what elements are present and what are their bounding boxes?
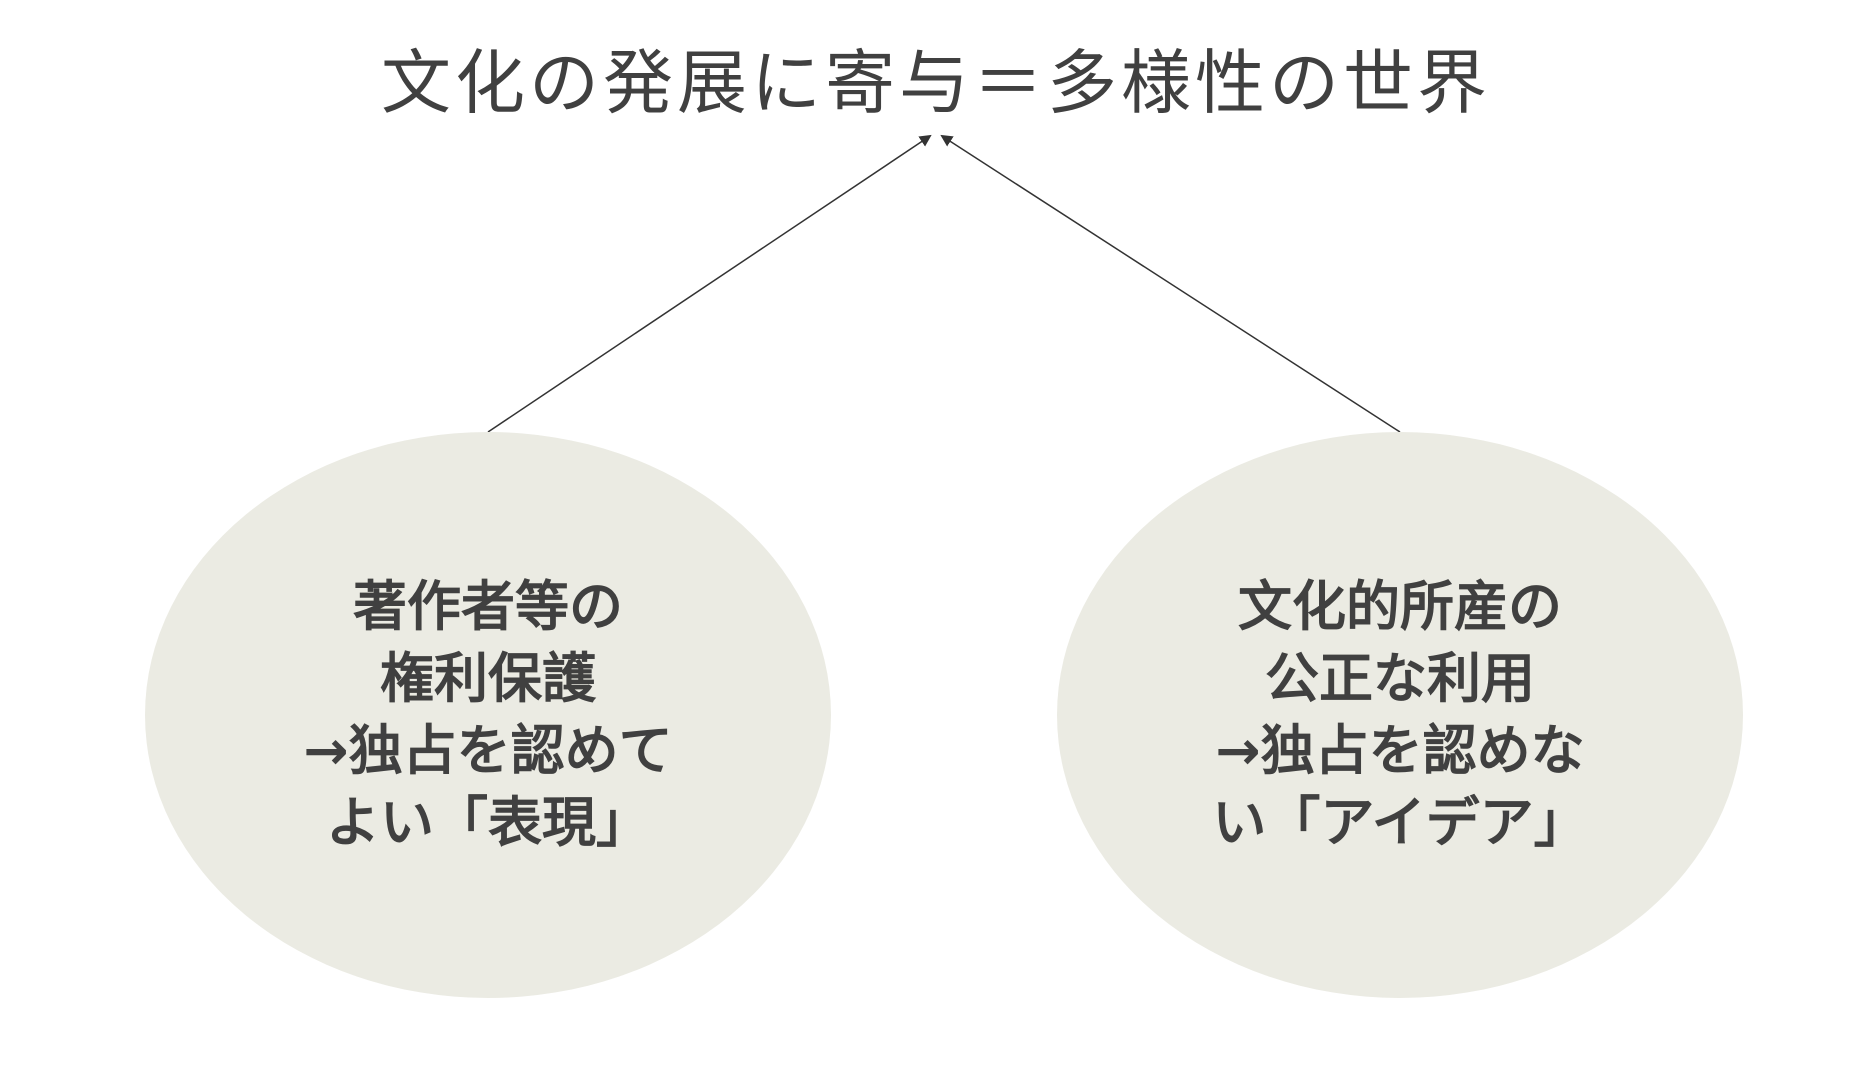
diagram-title: 文化の発展に寄与＝多様性の世界 bbox=[381, 42, 1491, 124]
left-node-text: 著作者等の 権利保護 →独占を認めて よい「表現」 bbox=[303, 571, 672, 859]
right-node-line: →独占を認めな bbox=[1215, 719, 1585, 782]
left-ellipse-node: 著作者等の 権利保護 →独占を認めて よい「表現」 bbox=[145, 432, 831, 998]
left-node-line: 権利保護 bbox=[380, 647, 596, 710]
right-node-line: い「アイデア」 bbox=[1212, 791, 1588, 854]
left-node-line: 著作者等の bbox=[353, 575, 623, 638]
left-node-line: →独占を認めて bbox=[303, 719, 673, 782]
right-node-line: 公正な利用 bbox=[1265, 647, 1535, 710]
arrow-left-to-title bbox=[487, 134, 932, 433]
arrow-right-to-title bbox=[940, 134, 1401, 433]
right-node-text: 文化的所産の 公正な利用 →独占を認めな い「アイデア」 bbox=[1212, 571, 1587, 859]
left-node-line: よい「表現」 bbox=[326, 791, 650, 854]
right-ellipse-node: 文化的所産の 公正な利用 →独占を認めな い「アイデア」 bbox=[1057, 432, 1743, 998]
right-node-line: 文化的所産の bbox=[1238, 575, 1562, 638]
